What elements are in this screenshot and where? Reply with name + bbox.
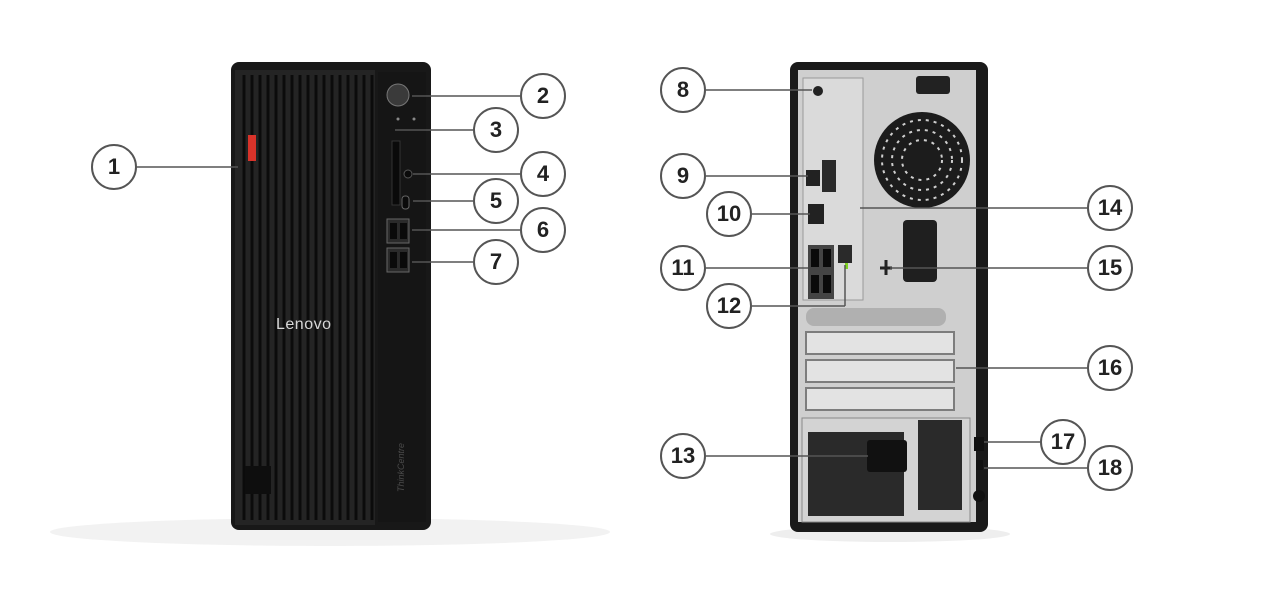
displayport [808,204,824,224]
lenovo-logo: Lenovo [276,316,332,333]
front-usb-ports-lower [386,247,410,273]
callout-18: 18 [1087,445,1133,491]
card-reader-slot [391,140,401,206]
callout-12: 12 [706,283,752,329]
rear-view [706,62,1088,542]
callout-1: 1 [91,144,137,190]
callout-9: 9 [660,153,706,199]
callout-2: 2 [520,73,566,119]
power-connector [867,440,907,472]
hdmi-port [806,170,820,186]
callout-11: 11 [660,245,706,291]
fan-grille [874,112,970,208]
red-indicator-light [248,135,256,161]
security-lock-slot [976,460,983,470]
callout-14: 14 [1087,185,1133,231]
audio-jack [403,169,413,179]
callout-6: 6 [520,207,566,253]
power-button [386,83,410,107]
callout-7: 7 [473,239,519,285]
callout-17: 17 [1040,419,1086,465]
callout-5: 5 [473,178,519,224]
dc-in-port [813,86,823,96]
padlock-loop [974,437,984,451]
callout-8: 8 [660,67,706,113]
callout-13: 13 [660,433,706,479]
ethernet-port [838,245,852,263]
thinkcentre-logo: ThinkCentre [396,442,406,492]
callout-15: 15 [1087,245,1133,291]
callout-10: 10 [706,191,752,237]
front-usb-ports-upper [386,218,410,244]
front-view [50,62,610,546]
callout-16: 16 [1087,345,1133,391]
expansion-slots [805,331,955,411]
usb-c-port [401,195,410,210]
callout-4: 4 [520,151,566,197]
callout-3: 3 [473,107,519,153]
rear-usb-ports [808,245,834,299]
